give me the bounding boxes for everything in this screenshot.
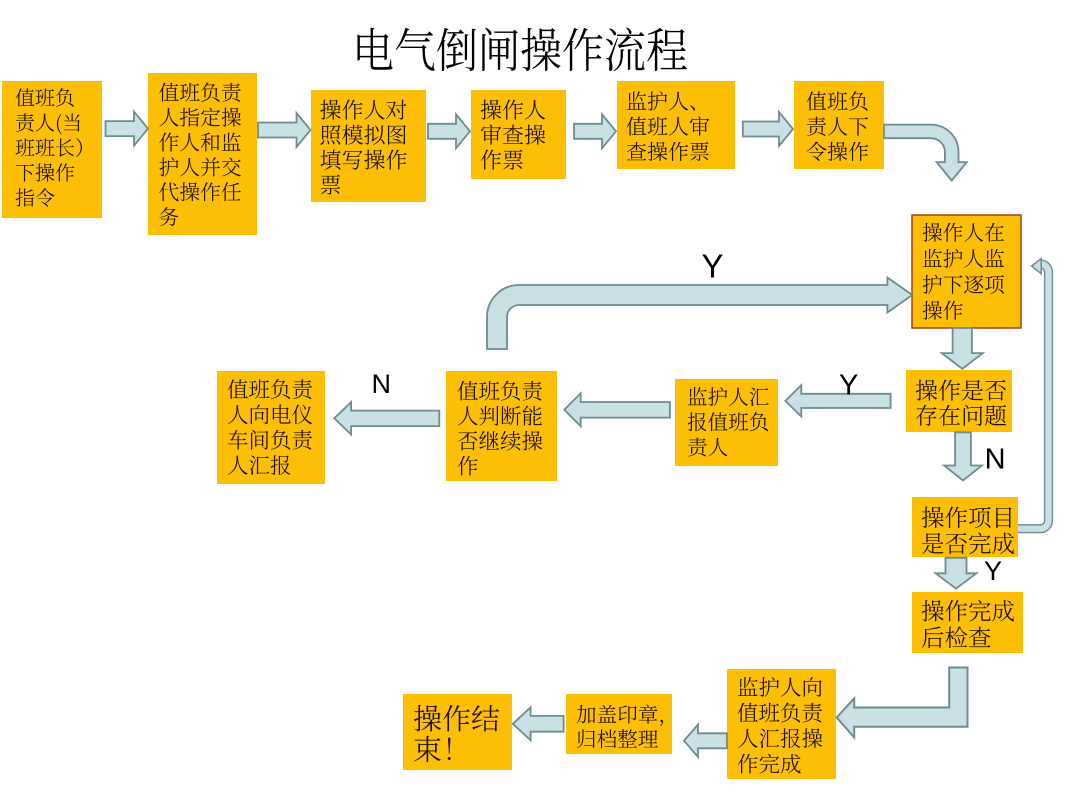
- svg-text:N: N: [372, 369, 392, 399]
- svg-text:N: N: [985, 444, 1006, 476]
- svg-text:Y: Y: [984, 556, 1002, 586]
- svg-text:Y: Y: [839, 369, 858, 401]
- svg-text:Y: Y: [702, 248, 724, 285]
